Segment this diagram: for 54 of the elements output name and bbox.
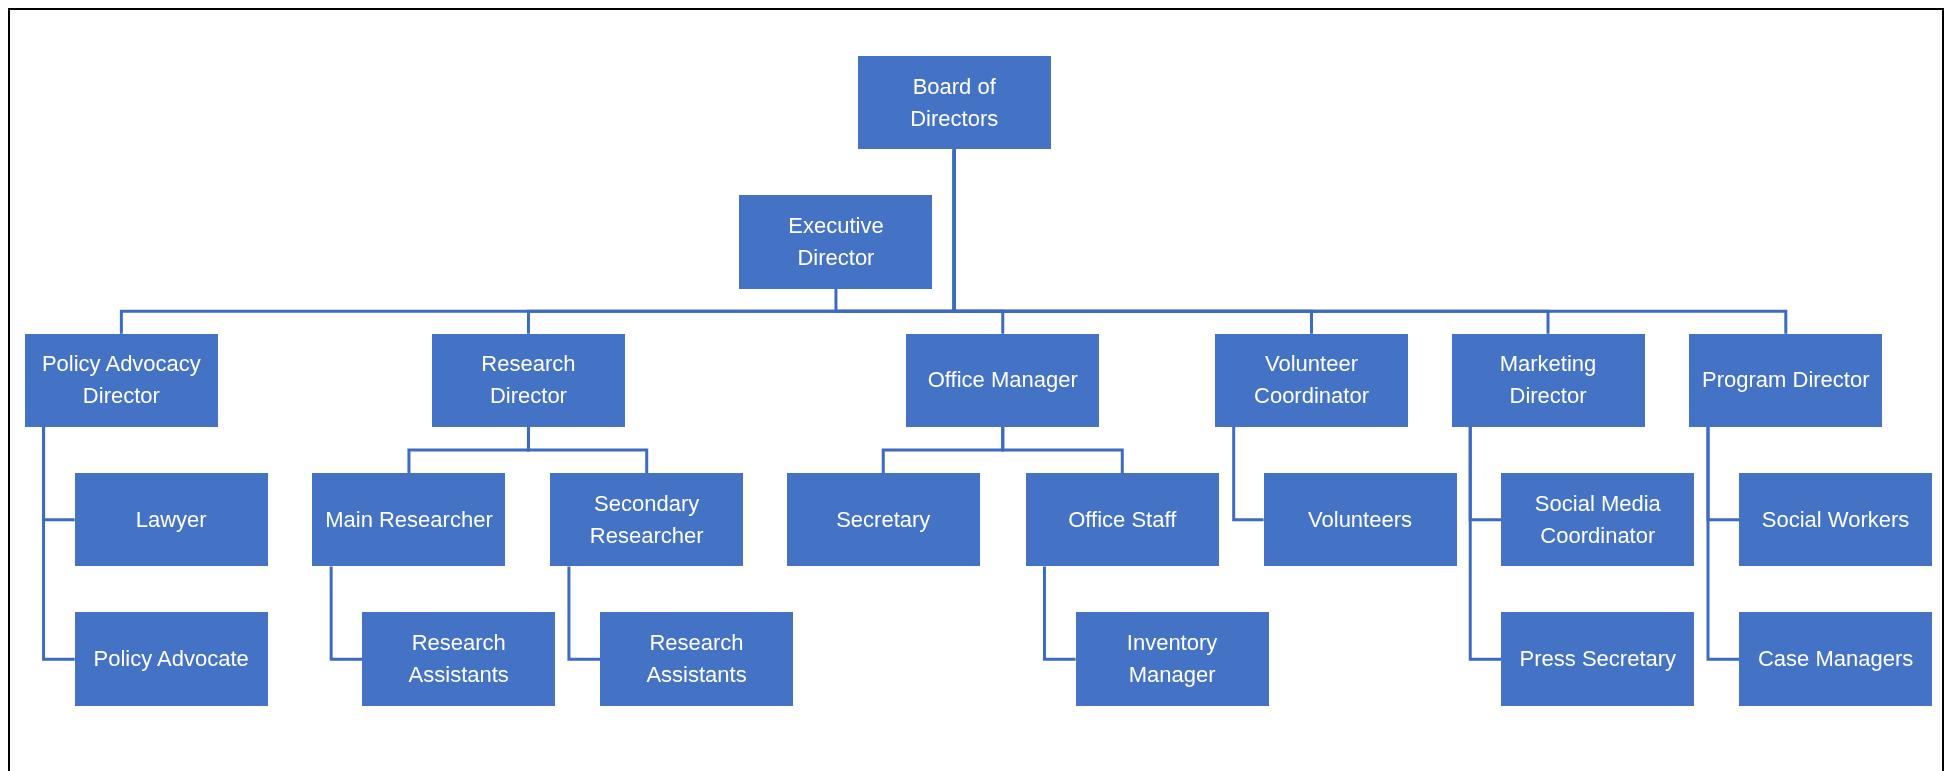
role-title: Marketing Director [1498, 350, 1598, 411]
role-box [550, 473, 744, 567]
role-box [786, 473, 980, 567]
role-title: Case Managers [1757, 645, 1914, 674]
role-title: Board of Directors [909, 72, 1000, 133]
role-title: Secondary Researcher [588, 489, 705, 550]
role-box [74, 473, 268, 567]
role-box [857, 56, 1051, 150]
role-box [1075, 612, 1269, 706]
connector-line [1706, 427, 1740, 661]
connector-line [1042, 566, 1076, 661]
role-box [1501, 612, 1695, 706]
role-box [1451, 333, 1645, 427]
role-box [1739, 612, 1933, 706]
connector-line [1468, 427, 1502, 661]
role-box [1689, 333, 1883, 427]
connector-line [526, 427, 649, 474]
role-title: Program Director [1702, 366, 1870, 395]
role-title: Secretary [836, 505, 931, 534]
connector-line [42, 427, 75, 661]
role-title: Research Assistants [407, 629, 510, 690]
role-title: Policy Advocate [93, 645, 249, 674]
role-title: Main Researcher [325, 505, 493, 534]
connector-line [329, 566, 363, 661]
role-box [739, 195, 933, 289]
role-box [1025, 473, 1219, 567]
role-title: Research Assistants [645, 629, 748, 690]
role-title: Lawyer [135, 505, 207, 534]
role-title: Inventory Manager [1125, 629, 1219, 690]
connector-line [952, 149, 1788, 334]
role-title: Social Workers [1761, 505, 1910, 534]
role-box [1263, 473, 1457, 567]
role-box [1501, 473, 1695, 567]
connector-line [1001, 427, 1124, 474]
role-box [600, 612, 793, 706]
role-box [906, 333, 1100, 427]
role-title: Volunteer Coordinator [1253, 350, 1370, 411]
role-title: Volunteers [1308, 505, 1412, 534]
connector-line [1232, 427, 1264, 522]
role-box [74, 612, 268, 706]
role-title: Office Manager [927, 366, 1078, 395]
role-title: Executive Director [787, 212, 885, 273]
role-title: Policy Advocacy Director [40, 350, 202, 411]
role-title: Social Media Coordinator [1533, 489, 1662, 550]
role-box [1739, 473, 1933, 567]
role-title: Research Director [480, 350, 577, 411]
role-box [1215, 333, 1408, 427]
connector-line [567, 566, 601, 661]
role-box [362, 612, 556, 706]
role-box [431, 333, 625, 427]
role-title: Press Secretary [1519, 645, 1677, 674]
role-box [312, 473, 506, 567]
role-title: Office Staff [1068, 505, 1177, 534]
role-box [24, 333, 218, 427]
